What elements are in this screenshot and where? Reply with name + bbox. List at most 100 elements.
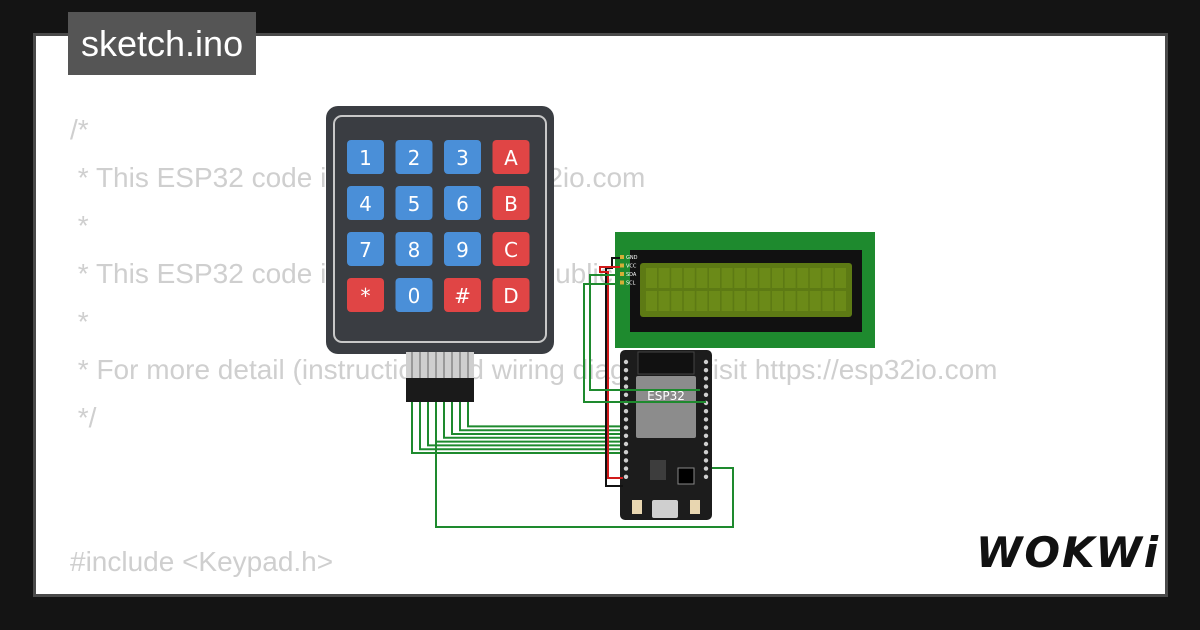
usb-port-icon <box>652 500 678 518</box>
keypad-wire-return <box>435 398 734 528</box>
lcd-cell <box>809 268 821 288</box>
keypad-wire <box>411 398 623 454</box>
lcd-pin-label: SDA <box>626 272 637 278</box>
lcd-cell <box>746 268 758 288</box>
esp32-pin-left <box>623 450 629 455</box>
keypad-key: D <box>492 278 530 312</box>
lcd-wires <box>583 257 706 487</box>
lcd-cell <box>696 268 708 288</box>
esp32-pin-right <box>703 359 709 365</box>
lcd-cell <box>835 268 846 288</box>
lcd-cell <box>721 268 733 288</box>
keypad-key-label: 8 <box>408 238 421 262</box>
keypad-key: A <box>492 140 530 174</box>
keypad-key: 8 <box>395 232 433 266</box>
lcd-cell <box>772 268 783 288</box>
keypad-key: 1 <box>347 140 384 174</box>
keypad-key: 0 <box>395 278 433 312</box>
lcd-cell <box>734 268 746 288</box>
lcd-cell <box>646 268 657 288</box>
esp32-pin-right <box>703 368 709 373</box>
esp32-pin-left <box>623 359 629 365</box>
lcd-pin-label: GND <box>626 255 638 261</box>
lcd-cell <box>835 291 846 311</box>
lcd-cell <box>683 291 695 311</box>
keypad-wire <box>459 398 623 432</box>
lcd-cell <box>646 291 657 311</box>
keypad-wire <box>427 398 623 447</box>
esp32-pin-left <box>623 368 629 373</box>
lcd-vcc-wire <box>599 266 623 479</box>
keypad-wire <box>451 398 623 435</box>
keypad-key-label: 1 <box>359 146 372 170</box>
keypad-key-label: * <box>361 284 371 308</box>
lcd-cell <box>721 291 733 311</box>
esp32-chip-label: ESP32 <box>647 389 685 403</box>
esp32-pin-left <box>623 474 629 479</box>
lcd-cell <box>784 268 796 288</box>
esp32-pin-right <box>703 441 709 447</box>
lcd-pin-label: VCC <box>626 264 637 270</box>
lcd-cell <box>709 291 720 311</box>
lcd-pin <box>620 255 624 259</box>
en-button <box>690 500 700 514</box>
esp32-pin-left <box>623 425 629 430</box>
keypad-key-label: 7 <box>359 238 372 262</box>
keypad-key: 2 <box>395 140 433 174</box>
lcd-pin <box>620 263 624 268</box>
esp32-pin-right <box>703 474 709 479</box>
keypad-wire <box>435 398 623 443</box>
esp32-pins <box>623 359 709 479</box>
lcd-cell <box>797 291 809 311</box>
lcd-cell <box>797 268 809 288</box>
esp32-pin-left <box>623 392 629 397</box>
lcd-pin-labels: GND VCC SDA SCL <box>620 255 638 287</box>
lcd-cell <box>809 291 821 311</box>
lcd-cell <box>784 291 796 311</box>
lcd-pin-label: SCL <box>626 281 636 287</box>
lcd-cell <box>772 291 783 311</box>
keypad-key-label: 3 <box>456 146 469 170</box>
keypad-key-label: 4 <box>359 192 372 216</box>
keypad-key-label: C <box>504 238 518 262</box>
keypad-key: 3 <box>444 140 481 174</box>
esp32-module-shield <box>636 376 696 438</box>
lcd-cell <box>746 291 758 311</box>
keypad-key-label: B <box>504 192 518 216</box>
lcd-scl-wire <box>583 283 706 403</box>
keypad-wire <box>467 398 623 428</box>
esp32-pin-right <box>703 376 709 381</box>
lcd-cell <box>683 268 695 288</box>
esp32-pin-left <box>623 466 629 471</box>
esp32-pin-right <box>703 392 709 397</box>
lcd-cell <box>696 291 708 311</box>
keypad-key: 9 <box>444 232 481 266</box>
keypad-key: 6 <box>444 186 481 220</box>
boot-button <box>632 500 642 514</box>
esp32-pin-right <box>703 450 709 455</box>
lcd-cell <box>759 291 771 311</box>
lcd-cell <box>759 268 771 288</box>
esp32-pin-right <box>703 458 709 463</box>
keypad-key: C <box>492 232 530 266</box>
keypad-key-label: A <box>504 146 518 170</box>
lcd-cell <box>734 291 746 311</box>
lcd-cell <box>671 268 683 288</box>
lcd-cell <box>658 291 670 311</box>
keypad-key: * <box>347 278 384 312</box>
keypad-wires <box>411 398 734 528</box>
lcd-cell <box>671 291 683 311</box>
esp32-devkit: ESP32 <box>620 350 712 520</box>
lcd-sda-wire <box>589 274 700 391</box>
keypad-key: B <box>492 186 530 220</box>
keypad-key: 4 <box>347 186 384 220</box>
keypad-key-label: 5 <box>408 192 421 216</box>
keypad-bezel <box>333 115 547 343</box>
esp32-pin-left <box>623 441 629 447</box>
keypad-wire <box>443 398 623 439</box>
keypad-key-label: 2 <box>408 146 421 170</box>
esp32-pin-left <box>623 417 629 422</box>
